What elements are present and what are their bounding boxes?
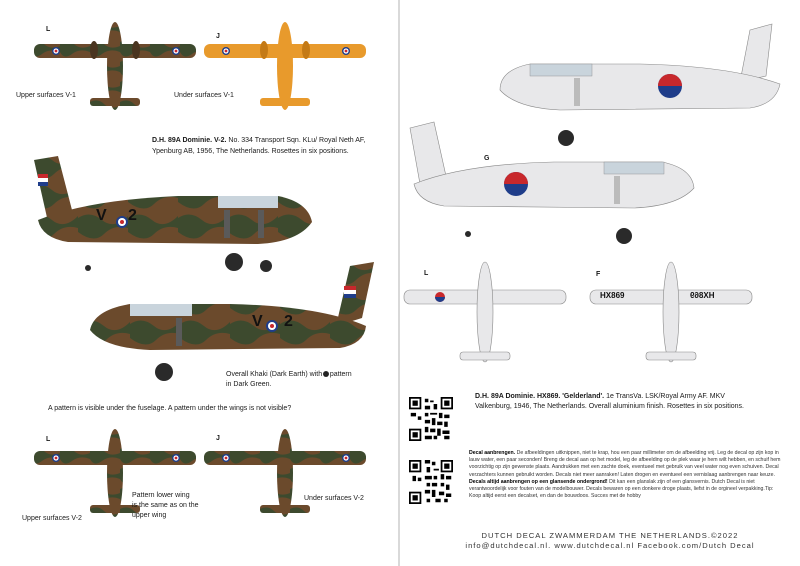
- footer-copyright: DUTCH DECAL ZWAMMERDAM THE NETHERLANDS.©…: [481, 531, 739, 540]
- upper-surfaces-v2-label: Upper surfaces V-2: [22, 515, 82, 522]
- serial-right-wing: HX869: [690, 291, 715, 300]
- v2-title-rest: No. 334 Transport Sqn. KLu/ Royal Neth A…: [228, 137, 366, 144]
- side-view-hx869-port: [409, 121, 695, 244]
- camo-note-line1: Overall Khaki (Dark Earth) with a patter…: [226, 371, 352, 378]
- plan-view-upper-v2: [34, 429, 196, 517]
- serial-left-wing: HX869: [600, 291, 625, 300]
- hx869-title-line2: Valkenburg, 1946, The Netherlands. Overa…: [475, 403, 744, 410]
- side-view-v2-starboard: [90, 262, 374, 381]
- hx869-title: D.H. 89A Dominie. HX869. 'Gelderland'. 1…: [475, 392, 725, 401]
- pattern-lower-line1: Pattern lower wing: [132, 492, 190, 499]
- pattern-lower-line2: is the same as on the: [132, 502, 199, 509]
- letter-g: G: [484, 155, 490, 162]
- plan-view-upper-v1: [34, 22, 196, 110]
- side-view-v2-port: [34, 156, 312, 272]
- code-v-2: V: [252, 313, 263, 330]
- footer-contact[interactable]: info@dutchdecal.nl. www.dutchdecal.nl Fa…: [465, 541, 755, 550]
- pattern-lower-line3: upper wing: [132, 512, 167, 519]
- under-surfaces-v2-label: Under surfaces V-2: [304, 495, 364, 502]
- qr-code-bottom[interactable]: [409, 460, 453, 504]
- letter-l-right: L: [424, 270, 429, 277]
- code-v-1: V: [96, 207, 107, 224]
- hx869-title-bold: D.H. 89A Dominie. HX869. 'Gelderland'.: [475, 393, 605, 400]
- side-view-hx869-starboard: [499, 23, 781, 146]
- page-divider: [398, 0, 400, 566]
- v2-title: D.H. 89A Dominie. V-2. No. 334 Transport…: [152, 136, 365, 145]
- plan-view-under-v1: [204, 22, 366, 110]
- code-2-1: 2: [128, 207, 137, 224]
- decal-instructions: Decal aanbrengen. De afbeeldingen uitkni…: [469, 450, 785, 500]
- camo-note-line2: in Dark Green.: [226, 381, 272, 388]
- decal-heading-2: Decals altijd aanbrengen op een glansend…: [469, 478, 608, 485]
- letter-l-top: L: [46, 26, 51, 33]
- plan-view-hx869-upper: [403, 261, 567, 363]
- decal-heading: Decal aanbrengen.: [469, 450, 516, 456]
- under-surfaces-v1-label: Under surfaces V-1: [174, 92, 234, 99]
- upper-surfaces-v1-label: Upper surfaces V-1: [16, 92, 76, 99]
- letter-j-bottom: J: [216, 435, 220, 442]
- qr-code-top[interactable]: [409, 397, 453, 441]
- decal-text-2: Dit kan een glanslak zijn of een glansve…: [469, 478, 774, 500]
- letter-f: F: [596, 271, 601, 278]
- v2-title-bold: D.H. 89A Dominie. V-2.: [152, 137, 227, 144]
- decal-text: De afbeeldingen uitknippen, niet te krap…: [469, 450, 781, 478]
- code-2-2: 2: [284, 313, 293, 330]
- plan-view-under-v2: [204, 429, 366, 517]
- letter-j-top: J: [216, 33, 220, 40]
- pattern-visibility-note: A pattern is visible under the fuselage.…: [48, 405, 292, 412]
- letter-l-bottom: L: [46, 436, 51, 443]
- hx869-title-rest: 1e TransVa. LSK/Royal Army AF. MKV: [606, 393, 725, 400]
- v2-title-line2: Ypenburg AB, 1956, The Netherlands. Rose…: [152, 148, 349, 155]
- plan-view-hx869-under: [589, 261, 753, 363]
